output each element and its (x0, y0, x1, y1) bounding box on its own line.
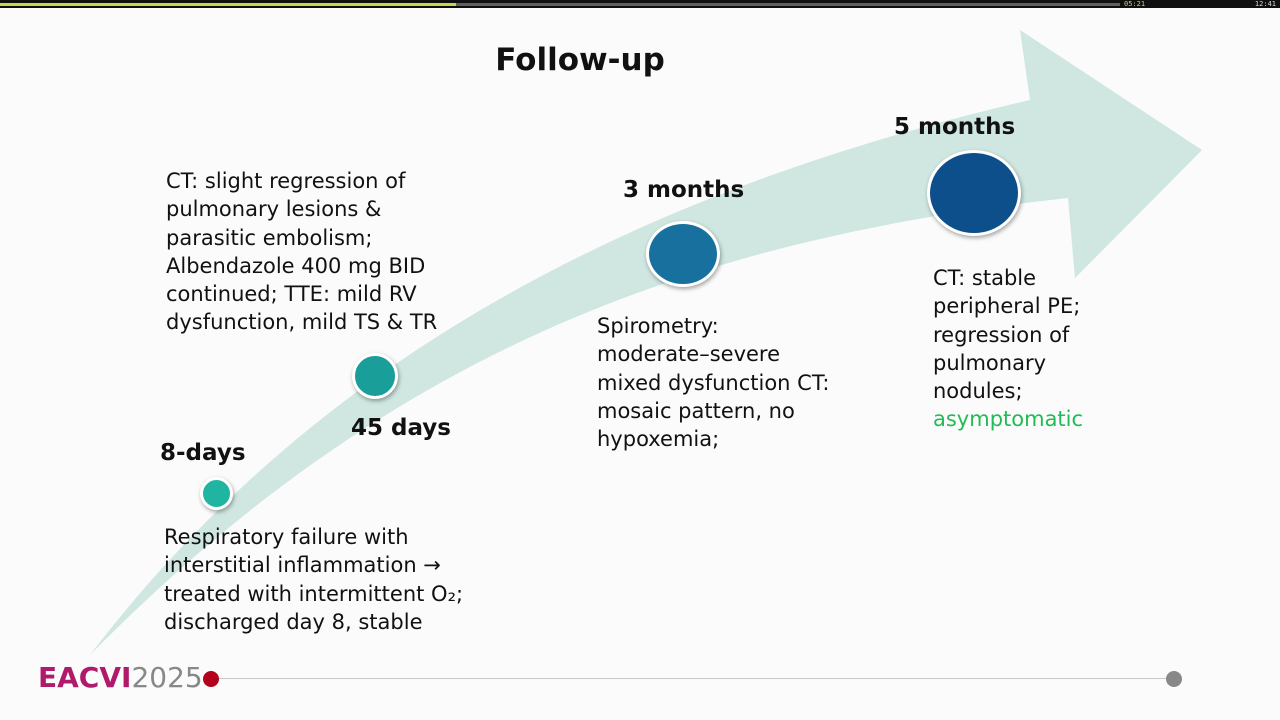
text-line: pulmonary lesions & (166, 197, 382, 222)
footer-divider (212, 678, 1174, 679)
milestone-text-8-days: Respiratory failure with interstitial in… (164, 523, 463, 636)
milestone-label-5-months: 5 months (894, 114, 1016, 140)
text-line: interstitial inflammation → (164, 553, 441, 578)
text-line: treated with intermittent O₂; (164, 581, 464, 606)
text-line: mosaic pattern, no (597, 398, 795, 423)
text-line: CT: stable (933, 266, 1037, 290)
text-line: hypoxemia; (597, 427, 720, 452)
progress-track[interactable] (0, 3, 1120, 6)
text-line: Albendazole 400 mg BID (166, 253, 426, 278)
text-line: mixed dysfunction CT: (597, 370, 830, 395)
milestone-label-45-days: 45 days (351, 415, 451, 441)
timeline-dot-3-months (646, 221, 720, 287)
progress-fill (0, 3, 456, 6)
text-line: moderate–severe (597, 342, 781, 367)
text-line: regression of (933, 322, 1070, 347)
milestone-label-8-days: 8-days (160, 440, 246, 466)
milestone-text-5-months: CT: stable peripheral PE; regression of … (933, 264, 1083, 434)
text-line: discharged day 8, stable (164, 609, 423, 634)
text-line: CT: slight regression of (166, 169, 406, 193)
text-line: continued; TTE: mild RV (166, 282, 417, 307)
milestone-text-45-days: CT: slight regression of pulmonary lesio… (166, 167, 437, 337)
footer-end-dot (1166, 671, 1182, 687)
brand-year: 2025 (131, 661, 203, 694)
text-line: nodules; (933, 379, 1023, 404)
milestone-label-3-months: 3 months (623, 177, 745, 203)
text-line: pulmonary (933, 350, 1047, 375)
text-line: peripheral PE; (933, 294, 1081, 319)
text-line: Spirometry: (597, 314, 719, 338)
milestone-text-3-months: Spirometry: moderate–severe mixed dysfun… (597, 312, 829, 453)
text-line: dysfunction, mild TS & TR (166, 310, 438, 335)
timeline-dot-8-days (200, 477, 233, 510)
text-line: parasitic embolism; (166, 225, 373, 250)
timeline-dot-45-days (352, 353, 398, 399)
slide-title: Follow-up (495, 42, 665, 78)
footer-logo: EACVI2025 (38, 660, 203, 696)
footer-start-dot (203, 671, 219, 687)
brand-name: EACVI (38, 661, 132, 694)
clock-time: 12:41 (1254, 0, 1276, 8)
timeline-dot-5-months (927, 150, 1021, 236)
highlight-text: asymptomatic (933, 407, 1084, 432)
video-progress-bar[interactable]: 05:21 12:41 (0, 0, 1280, 8)
elapsed-time: 05:21 (1124, 0, 1146, 8)
text-line: Respiratory failure with (164, 525, 409, 549)
